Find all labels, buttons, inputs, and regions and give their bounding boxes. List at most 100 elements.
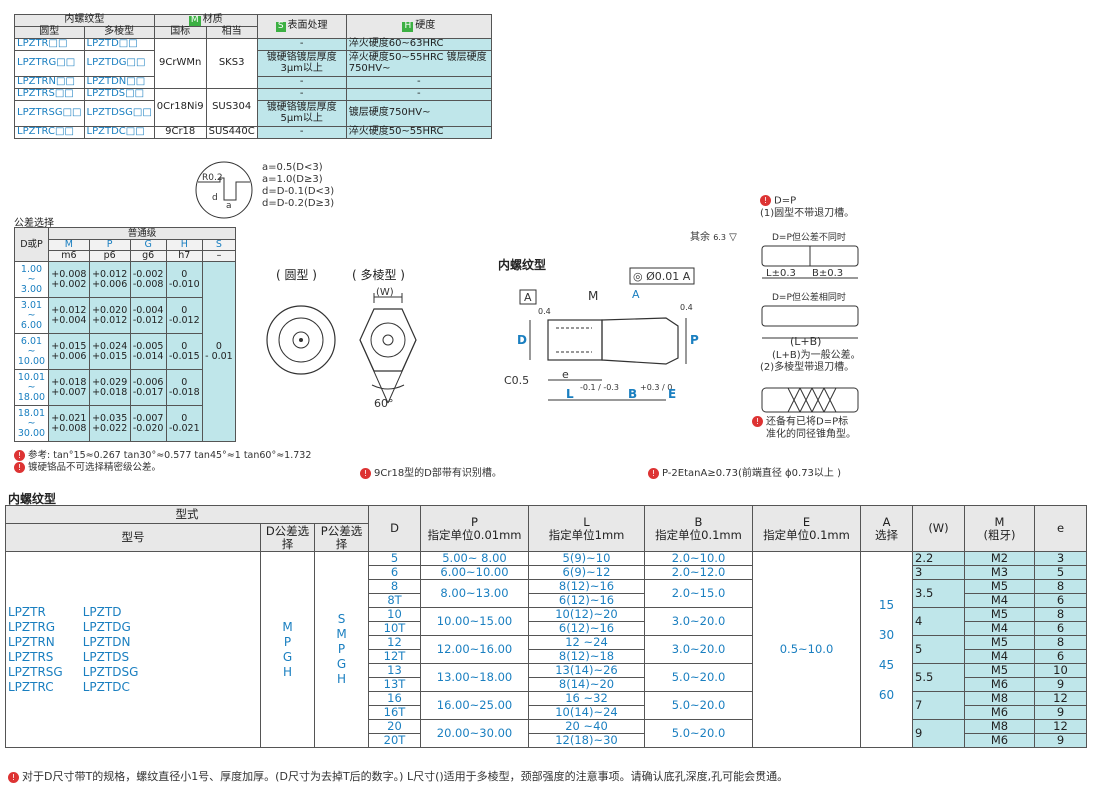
header-ptol: P公差选择 bbox=[314, 523, 369, 552]
header-d: D bbox=[368, 505, 421, 552]
header-type: 型式 bbox=[5, 505, 369, 524]
dim-b: B±0.3 bbox=[812, 268, 843, 279]
b-tolerance: +0.3 / 0 bbox=[640, 383, 672, 392]
model-link[interactable]: LPZTRSG bbox=[8, 664, 63, 679]
model-link[interactable]: LPZTR bbox=[8, 604, 46, 619]
right-notes-mid: (L+B)为一般公差。 (2)多棱型带退刀槽。 bbox=[760, 350, 861, 373]
tolerance-row: 18.01~30.00 +0.021+0.008 +0.035+0.022 -0… bbox=[14, 405, 236, 442]
model-link[interactable]: LPZTDN bbox=[82, 634, 131, 649]
warning-icon: ! bbox=[752, 416, 763, 427]
model-link[interactable]: LPZTDN□□ bbox=[83, 76, 155, 89]
surface-cell: - bbox=[256, 38, 347, 51]
hardness-cell: 镀层硬度750HV~ bbox=[345, 100, 493, 127]
l-dimension: L bbox=[566, 387, 574, 401]
surface-cell: 镀硬铬镀层厚度5μm以上 bbox=[256, 100, 347, 127]
header-model: 型号 bbox=[5, 523, 261, 552]
d-dimension: D bbox=[517, 333, 527, 347]
main-footnote: !对于D尺寸带T的规格，螺纹直径小1号、厚度加厚。(D尺寸为去掉T后的数字。) … bbox=[8, 768, 788, 784]
p-dimension: P bbox=[690, 333, 699, 347]
material-equiv: SUS304 bbox=[205, 88, 258, 127]
main-table-title: 内螺纹型 bbox=[8, 492, 57, 506]
hardness-cell: 淬火硬度50~55HRC 镀层硬度750HV~ bbox=[345, 50, 493, 77]
poly-section-drawing: (W) 60° bbox=[359, 287, 417, 410]
m-label: M bbox=[588, 289, 598, 303]
model-link[interactable]: LPZTD bbox=[82, 604, 122, 619]
table-row: 10T 6(12)~16 M4 6 bbox=[6, 621, 1087, 636]
model-link[interactable]: LPZTRN bbox=[8, 634, 55, 649]
shape-cross-sections: (W) 60° bbox=[266, 287, 417, 410]
model-link[interactable]: LPZTRG bbox=[8, 619, 56, 634]
s-value: 0- 0.01 bbox=[201, 261, 237, 442]
hardness-cell: - bbox=[345, 76, 493, 89]
e-cap-dimension: E bbox=[668, 387, 676, 401]
model-link[interactable]: LPZTR□□ bbox=[14, 38, 85, 51]
tolerance-table: D或P 普通级 M P G H S m6 p6 g6 h7 – 1.00~3.0… bbox=[14, 227, 237, 442]
model-link[interactable]: LPZTRN□□ bbox=[14, 76, 85, 89]
datum-label: A bbox=[524, 291, 532, 304]
a-label: a bbox=[226, 201, 232, 211]
table-row: 13T 8(14)~20 M6 9 bbox=[6, 677, 1087, 692]
model-link[interactable]: LPZTRG□□ bbox=[14, 50, 85, 77]
d-label: d bbox=[212, 193, 218, 203]
poly-shape-label: ( 多棱型 ) bbox=[352, 268, 405, 282]
model-link[interactable]: LPZTDS bbox=[82, 649, 130, 664]
header-thread-type: 内螺纹型 bbox=[14, 14, 155, 27]
material-national: 9CrWMn bbox=[153, 38, 207, 89]
drawing-note-p: !P-2EtanA≥0.73(前端直径 ϕ0.73以上 ) bbox=[648, 464, 841, 479]
tolerance-row: 1.00~3.00 +0.008+0.002 +0.012+0.006 -0.0… bbox=[14, 261, 237, 442]
header-round: 圆型 bbox=[14, 26, 85, 39]
model-link[interactable]: LPZTRC bbox=[8, 679, 54, 694]
svg-text:D=P但公差相同时: D=P但公差相同时 bbox=[772, 291, 846, 303]
header-equiv: 相当 bbox=[205, 26, 258, 39]
drawing-title: 内螺纹型 bbox=[498, 258, 547, 272]
model-link[interactable]: LPZTDSG bbox=[82, 664, 139, 679]
right-notes-bottom: !还备有已将D=P标 准化的同径锥角型。 bbox=[752, 416, 856, 441]
model-link[interactable]: LPZTRC□□ bbox=[14, 126, 85, 139]
model-link[interactable]: LPZTDS□□ bbox=[83, 88, 155, 101]
surface-cell: - bbox=[256, 126, 347, 139]
header-m: M(粗牙) bbox=[964, 505, 1035, 552]
drawing-note-c: !9Cr18型的D部带有识别槽。 bbox=[360, 464, 502, 479]
model-link[interactable]: LPZTDG□□ bbox=[83, 50, 155, 77]
header-national: 国标 bbox=[153, 26, 207, 39]
header-dtol: D公差选择 bbox=[260, 523, 315, 552]
table-row: 12 12.00~16.00 12 ~24 3.0~20.0 5 M5 8 bbox=[6, 635, 1087, 664]
model-link[interactable]: LPZTD□□ bbox=[83, 38, 155, 51]
warning-icon: ! bbox=[648, 467, 659, 479]
warning-icon: ! bbox=[8, 771, 19, 783]
round-section-drawing bbox=[266, 305, 336, 375]
hardness-badge: H bbox=[402, 21, 414, 32]
model-link[interactable]: LPZTRS□□ bbox=[14, 88, 85, 101]
svg-text:0.4: 0.4 bbox=[538, 307, 551, 316]
warning-icon: ! bbox=[360, 467, 371, 479]
model-link[interactable]: LPZTRS bbox=[8, 649, 54, 664]
e-dimension: e bbox=[562, 368, 569, 381]
model-link[interactable]: LPZTDG bbox=[82, 619, 131, 634]
material-equiv: SUS440C bbox=[205, 126, 258, 139]
model-link[interactable]: LPZTDC□□ bbox=[83, 126, 155, 139]
surface-cell: 镀硬铬镀层厚度3μm以上 bbox=[256, 50, 347, 77]
model-link[interactable]: LPZTDC bbox=[82, 679, 130, 694]
w-label: (W) bbox=[376, 287, 394, 298]
dim-lb: (L+B) bbox=[790, 335, 821, 348]
model-link[interactable]: LPZTRSG□□ bbox=[14, 100, 85, 127]
header-w: (W) bbox=[912, 505, 965, 552]
l-tolerance: -0.1 / -0.3 bbox=[580, 383, 619, 392]
tolerance-row: 10.01~18.00 +0.018+0.007 +0.029+0.018 -0… bbox=[14, 369, 236, 406]
chamfer-label: C0.5 bbox=[504, 374, 529, 387]
svg-text:0.4: 0.4 bbox=[680, 303, 693, 312]
a-symbol: A bbox=[632, 288, 640, 301]
round-shape-label: ( 圆型 ) bbox=[276, 268, 317, 282]
col-s: S bbox=[201, 239, 237, 251]
warning-icon: ! bbox=[760, 195, 771, 206]
model-link[interactable]: LPZTDSG□□ bbox=[83, 100, 155, 127]
table-row: 20T 12(18)~30 M6 9 bbox=[6, 733, 1087, 748]
tolerance-title: 公差选择 bbox=[14, 218, 54, 229]
